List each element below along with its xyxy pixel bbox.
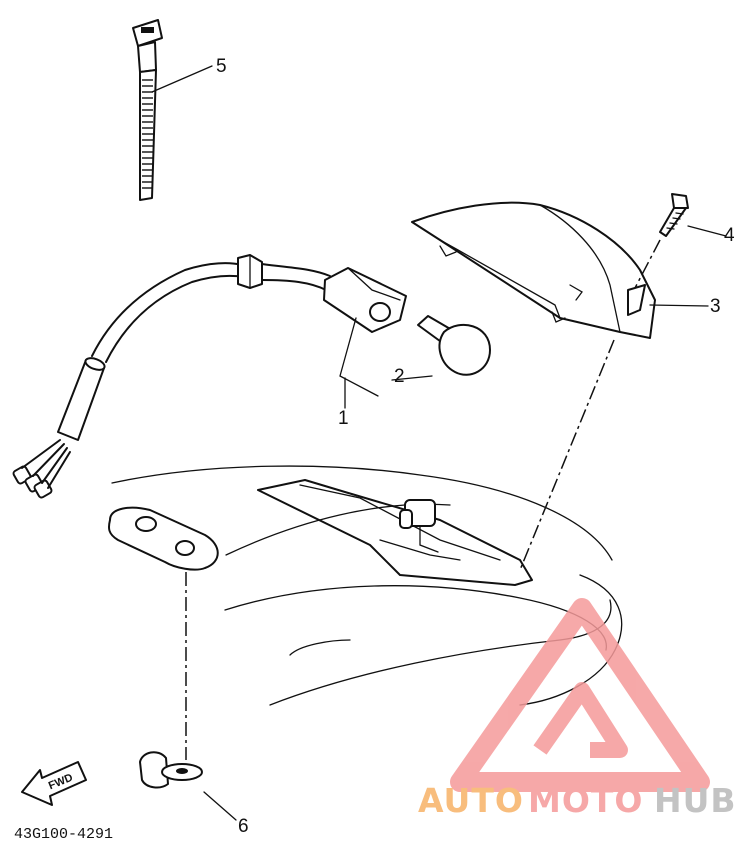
forward-arrow-icon: FWD — [21, 761, 87, 806]
watermark-logo: AUTO MOTO HUB — [418, 598, 737, 820]
lens — [411, 201, 656, 339]
watermark-moto: MOTO — [528, 781, 643, 820]
watermark-hub: HUB — [654, 781, 737, 820]
callout-2: 2 — [394, 366, 405, 387]
leader-lines — [151, 65, 727, 821]
assembly-lines — [185, 239, 661, 760]
screw — [659, 193, 689, 237]
callout-3: 3 — [710, 296, 721, 317]
mounting-plate — [108, 506, 219, 571]
callout-1: 1 — [338, 408, 349, 429]
bulb — [417, 315, 491, 376]
reference-code: 43G100-4291 — [14, 826, 113, 843]
cable-tie — [132, 19, 163, 201]
connector-plugs — [12, 465, 53, 499]
socket-cord — [12, 254, 407, 499]
watermark-auto: AUTO — [418, 781, 524, 820]
callout-6: 6 — [238, 816, 249, 837]
callout-4: 4 — [724, 225, 735, 246]
nut — [139, 751, 203, 789]
callout-5: 5 — [216, 56, 227, 77]
